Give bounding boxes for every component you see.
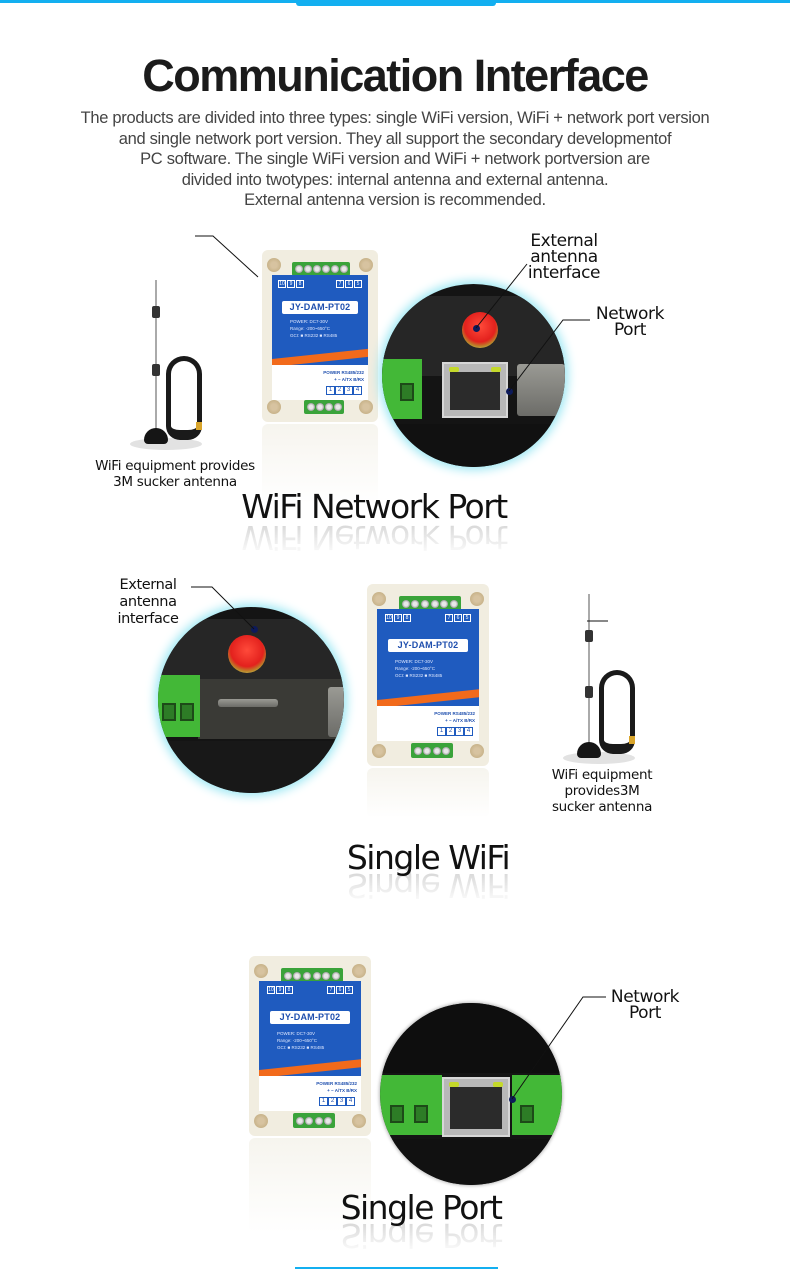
top-accent-tab [296, 0, 496, 6]
callout-line: Port [613, 320, 647, 340]
callout-line: interface [527, 263, 601, 283]
device-model-label: JY-DAM-PT02 [270, 1011, 350, 1024]
bottom-accent-line [295, 1267, 498, 1269]
accessory-caption: WiFi equipment provides3M sucker antenna [540, 767, 664, 815]
power-label: POWER RS485/232 [434, 711, 475, 716]
spec-gci: GCI: ■ RS232 ■ RS485 [290, 333, 338, 338]
intro-line: PC software. The single WiFi version and… [140, 150, 650, 168]
callout-line: Port [628, 1003, 662, 1023]
callout-antenna-interface: External antenna interface [508, 231, 620, 283]
caption-line: provides3M [564, 783, 640, 799]
callout-dot [509, 1096, 516, 1103]
callout-line: External [530, 231, 598, 251]
power-label: POWER RS485/232 [316, 1081, 357, 1086]
section-heading-reflection: Single Port [340, 1216, 502, 1255]
power-label: POWER RS485/232 [323, 370, 364, 375]
intro-line: divided into twotypes: internal antenna … [181, 170, 609, 189]
polarity-label: + − A/TX B/RX [334, 377, 364, 382]
callout-line: interface [117, 611, 179, 627]
intro-line: The products are divided into three type… [80, 109, 710, 127]
spec-gci: GCI: ■ RS232 ■ RS485 [277, 1045, 325, 1050]
spec-power: POWER: DC7-30V [395, 659, 434, 664]
intro-line: and single network port version. They al… [118, 129, 672, 148]
zoom-circle-single-wifi [158, 607, 344, 793]
section-heading: Single WiFi [346, 838, 511, 877]
intro-paragraph: The products are divided into three type… [20, 108, 770, 211]
polarity-label: + − A/TX B/RX [327, 1088, 357, 1093]
callout-line: antenna [530, 247, 598, 267]
device-model-label: JY-DAM-PT02 [388, 639, 468, 652]
polarity-label: + − A/TX B/RX [445, 718, 475, 723]
accessory-caption: WiFi equipment provides 3M sucker antenn… [85, 458, 265, 490]
ethernet-port-icon [442, 362, 508, 418]
spec-range: Range: -200~650°C [395, 666, 435, 671]
callout-line: antenna [119, 594, 177, 610]
caption-line: sucker antenna [551, 799, 653, 815]
zoom-circle-single-port [380, 1003, 562, 1185]
callout-dot [251, 626, 258, 633]
callout-network-port: Network Port [588, 304, 672, 340]
caption-line: 3M sucker antenna [113, 474, 237, 490]
section-heading: WiFi Network Port [241, 487, 508, 526]
callout-line: External [119, 577, 177, 593]
spec-gci: GCI: ■ RS232 ■ RS485 [395, 673, 443, 678]
section-heading-reflection: WiFi Network Port [241, 518, 507, 557]
zoom-circle-wifi-network [382, 284, 565, 467]
spec-power: POWER: DC7-30V [290, 319, 329, 324]
caption-line: WiFi equipment [551, 767, 653, 783]
callout-line: Network [610, 987, 680, 1007]
spec-power: POWER: DC7-30V [277, 1031, 316, 1036]
spec-range: Range: -200~650°C [290, 326, 330, 331]
antenna-connector-icon [462, 312, 498, 348]
callout-network-port: Network Port [603, 987, 687, 1023]
callout-dot [506, 388, 513, 395]
intro-line: External antenna version is recommended. [244, 191, 546, 209]
callout-dot [473, 325, 480, 332]
section-heading-reflection: Single WiFi [346, 866, 510, 905]
page-title: Communication Interface [142, 50, 649, 101]
device-model-label: JY-DAM-PT02 [282, 301, 358, 314]
ethernet-port-icon [442, 1077, 510, 1137]
wifi-sucker-antenna-icon [563, 594, 663, 764]
caption-line: WiFi equipment provides [95, 458, 255, 474]
antenna-connector-icon [228, 635, 266, 673]
section-heading: Single Port [340, 1188, 503, 1227]
leader-line [195, 235, 259, 278]
wifi-sucker-antenna-icon [130, 280, 230, 450]
callout-line: Network [595, 304, 665, 324]
callout-antenna-interface: External antenna interface [110, 577, 186, 628]
spec-range: Range: -200~650°C [277, 1038, 317, 1043]
